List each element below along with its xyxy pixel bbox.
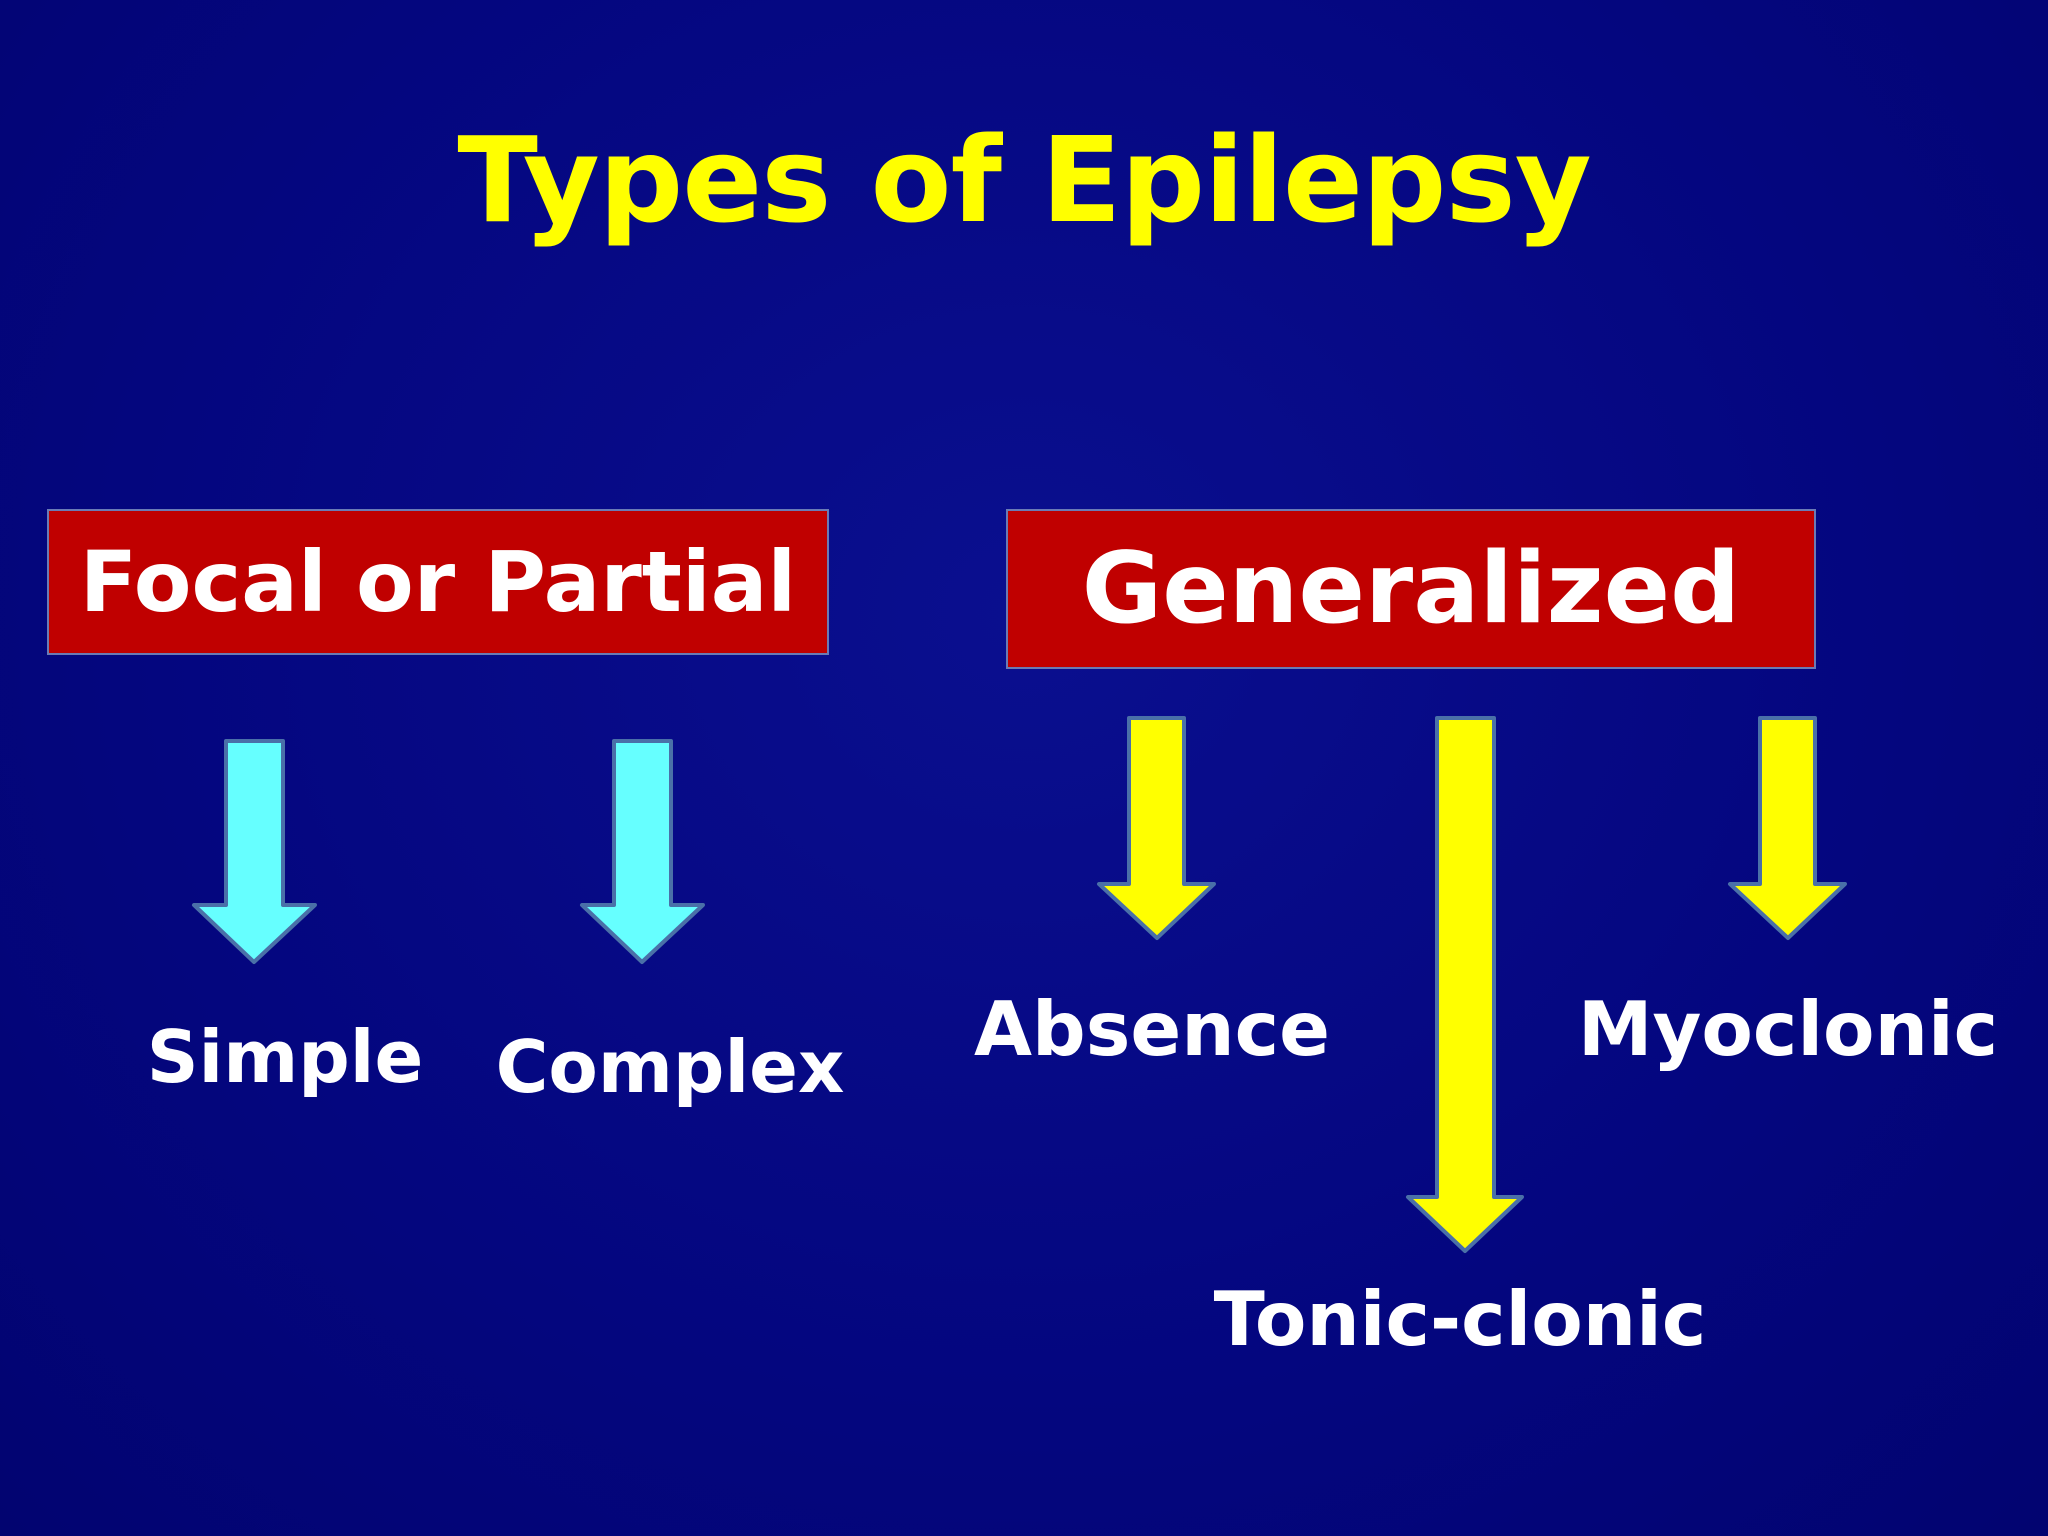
down-arrow-icon-complex — [580, 739, 705, 964]
down-arrow-icon-absence — [1097, 716, 1216, 940]
slide-title: Types of Epilepsy — [457, 111, 1591, 249]
simple-label: Simple — [146, 1015, 424, 1099]
generalized-label: Generalized — [1081, 532, 1741, 646]
generalized-box: Generalized — [1006, 509, 1816, 669]
myoclonic-label: Myoclonic — [1577, 985, 1999, 1073]
complex-label: Complex — [495, 1025, 845, 1109]
absence-label: Absence — [974, 985, 1330, 1073]
down-arrow-icon-myoclonic — [1728, 716, 1847, 940]
down-arrow-icon-simple — [192, 739, 317, 964]
focal-partial-label: Focal or Partial — [79, 533, 797, 631]
down-arrow-icon-tonic-clonic — [1406, 716, 1524, 1253]
focal-partial-box: Focal or Partial — [47, 509, 829, 655]
tonic-clonic-label: Tonic-clonic — [1213, 1275, 1707, 1363]
